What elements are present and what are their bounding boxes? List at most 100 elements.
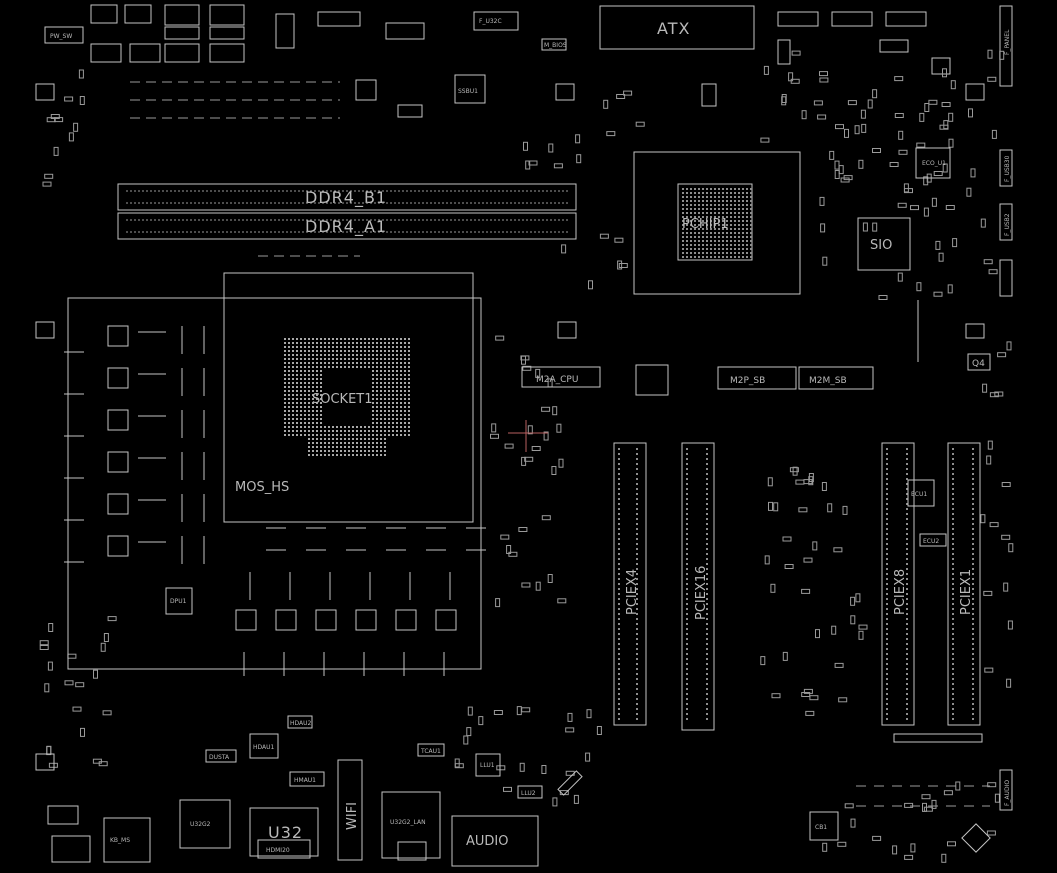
pcie-pin [972, 473, 974, 475]
pcie-pin [636, 483, 638, 485]
socket-pin [296, 378, 298, 380]
socket-pin [348, 366, 350, 368]
socket-pin [292, 386, 294, 388]
pch-pin [746, 224, 748, 226]
pcie-pin [972, 658, 974, 660]
pcie-pin [886, 603, 888, 605]
bottom-io: KB_MS U32G2 U32 HDMI20 WIFI U32G2_LAN AU… [103, 715, 1013, 867]
pcie-pin [952, 583, 954, 585]
pch-pin [694, 204, 696, 206]
socket-pin [304, 410, 306, 412]
passive-part [67, 653, 77, 659]
pcie-pin [906, 548, 908, 550]
pcie-pin [886, 473, 888, 475]
pcie-pin [952, 628, 954, 630]
socket-pin [400, 338, 402, 340]
socket-pin [400, 394, 402, 396]
pcie-pin [972, 688, 974, 690]
socket-pin [356, 434, 358, 436]
pch-pin [682, 216, 684, 218]
pch-pin [698, 188, 700, 190]
socket-pin [360, 454, 362, 456]
socket-pin [292, 426, 294, 428]
socket-pin [336, 342, 338, 344]
pch-pin [734, 224, 736, 226]
atx-label: ATX [657, 19, 690, 38]
socket-pin [352, 442, 354, 444]
passive-part [919, 112, 925, 122]
pch-pin [726, 188, 728, 190]
pcie-pin [952, 678, 954, 680]
pcie-pin [952, 688, 954, 690]
socket-pin [408, 382, 410, 384]
socket-pin [404, 422, 406, 424]
socket-pin [408, 410, 410, 412]
pch-pin [694, 216, 696, 218]
socket-pin [400, 402, 402, 404]
pcie-pin [906, 688, 908, 690]
socket-pin [308, 398, 310, 400]
socket-pin [348, 450, 350, 452]
socket-pin [340, 338, 342, 340]
pcie-pin [706, 563, 708, 565]
pcie-pin [886, 598, 888, 600]
socket-pin [364, 342, 366, 344]
pch-pin [722, 196, 724, 198]
passive-part [928, 99, 938, 105]
socket-pin [284, 350, 286, 352]
socket-pin [316, 454, 318, 456]
socket-pin [296, 366, 298, 368]
pch-pin [734, 204, 736, 206]
pcie-pin [972, 493, 974, 495]
passive-part [819, 71, 828, 77]
socket-pin [320, 338, 322, 340]
pch-pin [718, 192, 720, 194]
socket-pin [304, 402, 306, 404]
socket-pin [288, 378, 290, 380]
socket-pin [400, 366, 402, 368]
pch-pin [738, 224, 740, 226]
pch-pin [750, 204, 752, 206]
pch-pin [702, 200, 704, 202]
socket-pin [312, 394, 314, 396]
pch-pin [746, 212, 748, 214]
pcie-pin [906, 718, 908, 720]
pcie-pin [952, 533, 954, 535]
socket-pin [332, 346, 334, 348]
pcie-pin [686, 713, 688, 715]
pcie-pin [706, 543, 708, 545]
pcie-pin [706, 628, 708, 630]
passive-part [923, 207, 929, 217]
passive-part [531, 446, 541, 451]
pcie-pin [706, 538, 708, 540]
pch-pin [750, 224, 752, 226]
pch-pin [714, 204, 716, 206]
pcie-pin [952, 623, 954, 625]
pch-pin [698, 204, 700, 206]
passive-part [523, 141, 528, 151]
pch-pin [738, 188, 740, 190]
pcie-pin [972, 488, 974, 490]
socket-pin [400, 350, 402, 352]
passive-part [904, 802, 914, 808]
passive-part [541, 406, 551, 412]
socket-pin [320, 414, 322, 416]
socket-pin [332, 354, 334, 356]
socket-pin [392, 370, 394, 372]
ddr4-b1-slot [117, 183, 577, 211]
socket-pin [316, 374, 318, 376]
pcie-pin [686, 483, 688, 485]
socket-pin [296, 342, 298, 344]
socket-pin [296, 386, 298, 388]
pcie-pin [618, 573, 620, 575]
pcie-pin [618, 543, 620, 545]
pch-pin [706, 240, 708, 242]
socket-pin [284, 402, 286, 404]
pcie-pin [618, 588, 620, 590]
pcie-pin [686, 513, 688, 515]
socket-pin [320, 410, 322, 412]
socket-pin [332, 342, 334, 344]
pcie-pin [886, 488, 888, 490]
pcie-pin [636, 633, 638, 635]
socket-pin [384, 358, 386, 360]
